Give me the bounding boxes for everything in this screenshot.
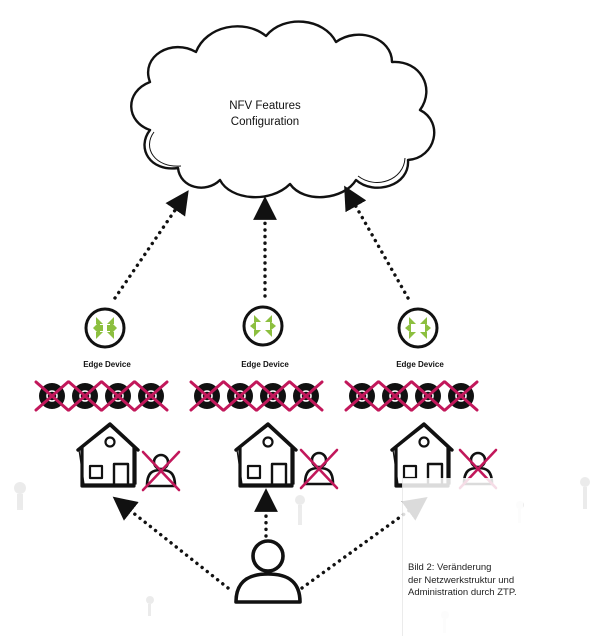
caption-line1: Bild 2: Veränderung — [408, 562, 583, 575]
figure-caption: Bild 2: Veränderung der Netzwerkstruktur… — [408, 562, 583, 600]
caption-line2: der Netzwerkstruktur und — [408, 575, 583, 588]
caption-line3: Administration durch ZTP. — [408, 587, 583, 600]
